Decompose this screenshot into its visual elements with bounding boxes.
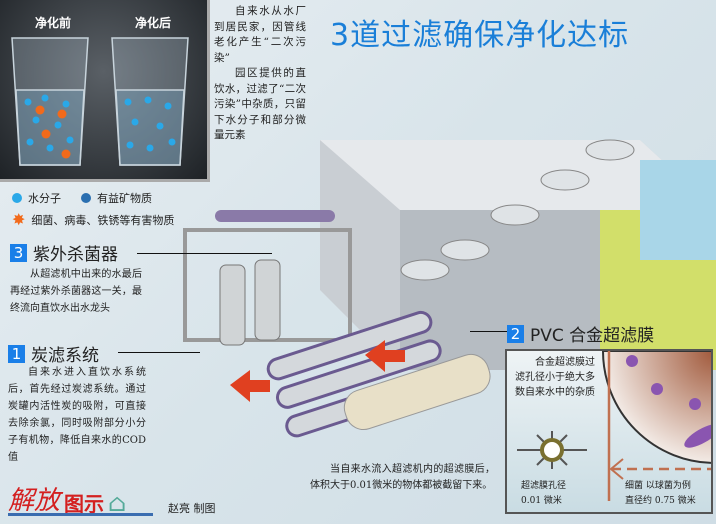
legend-water-molecule: 水分子 xyxy=(28,192,61,205)
before-label: 净化前 xyxy=(35,16,72,30)
bacterium-cell xyxy=(601,351,711,464)
logo-script: 解放 xyxy=(8,486,61,516)
pore-caption: 超滤膜孔径 0.01 微米 xyxy=(521,479,566,509)
flow-arrow-icon xyxy=(230,340,405,402)
bottom-note: 当自来水流入超滤机内的超滤膜后，体积大于0.01微米的物体都被截留下来。 xyxy=(310,464,495,491)
step-3-leader-line xyxy=(137,253,272,254)
membrane-cartridge xyxy=(343,353,491,430)
legend-minerals: 有益矿物质 xyxy=(97,192,152,205)
before-after-panel: 净化前 净化后 xyxy=(0,0,210,182)
logo: 解放 图示 ⌂ xyxy=(8,480,126,517)
step-1-title: 炭滤系统 xyxy=(31,346,99,366)
pore-size: 0.01 微米 xyxy=(521,496,562,506)
intro-paragraph-2: 园区提供的直饮水，过滤了“二次污染”中杂质，只留下水分子和部分微量元素 xyxy=(214,67,306,141)
after-label: 净化后 xyxy=(135,16,172,30)
carbon-tank xyxy=(254,259,281,341)
page-title: 3道过滤确保净化达标 xyxy=(330,18,630,53)
credit: 赵亮 制图 xyxy=(168,502,216,515)
step-2-text: 合金超滤膜过滤孔径小于绝大多数自来水中的杂质 xyxy=(515,357,595,398)
glass-before xyxy=(11,37,89,166)
harmful-substance-icon: ✸ xyxy=(12,210,26,229)
water-molecules xyxy=(24,94,176,152)
step-3-number: 3 xyxy=(10,243,27,262)
step-2-heading: 2 PVC 合金超滤膜 xyxy=(507,321,654,346)
legend-harmful: 细菌、病毒、铁锈等有害物质 xyxy=(31,213,175,227)
membrane-diagram xyxy=(517,351,711,501)
step-1-heading: 1 炭滤系统 xyxy=(8,341,99,366)
harmful-particles xyxy=(35,105,71,159)
step-1-leader-line xyxy=(118,352,200,353)
bacteria-caption: 细菌 以球菌为例 直径约 0.75 微米 xyxy=(625,479,696,509)
water-molecule-icon xyxy=(12,193,22,203)
bacteria-size: 直径约 0.75 微米 xyxy=(625,496,696,506)
logo-suffix: 图示 xyxy=(64,492,105,516)
step-2-leader-line xyxy=(470,331,508,332)
legend-row-2: ✸ 细菌、病毒、铁锈等有害物质 xyxy=(12,210,174,229)
intro-paragraph-1: 自来水从水厂到居民家，因管线老化产生“二次污染” xyxy=(214,5,306,64)
step-3-text: 从超滤机中出来的水最后再经过紫外杀菌器这一关，最终流向直饮水出水龙头 xyxy=(10,269,142,314)
pore-label: 超滤膜孔径 xyxy=(521,481,567,491)
step-3-heading: 3 紫外杀菌器 xyxy=(10,240,118,265)
step-3-title: 紫外杀菌器 xyxy=(33,245,118,265)
uv-sterilizer-tube xyxy=(215,210,335,222)
mineral-icon xyxy=(81,193,91,203)
intro-text: 自来水从水厂到居民家，因管线老化产生“二次污染” 园区提供的直饮水，过滤了“二次… xyxy=(214,4,306,144)
legend-row-1: 水分子 有益矿物质 xyxy=(12,190,152,206)
membrane-detail-box: 合金超滤膜过滤孔径小于绝大多数自来水中的杂质 超滤膜孔径 0.01 微米 细菌 … xyxy=(505,349,713,514)
step-2-title: PVC 合金超滤膜 xyxy=(530,326,655,346)
step-1-number: 1 xyxy=(8,344,25,363)
drawing-board-icon: ⌂ xyxy=(108,489,127,517)
carbon-tank xyxy=(219,264,246,346)
step-1-text: 自来水进入直饮水系统后，首先经过炭滤系统。通过炭罐内活性炭的吸附，可直接去除余氯… xyxy=(8,367,146,463)
glasses-illustration xyxy=(11,37,189,166)
pore-icon xyxy=(517,431,587,469)
filter-machine-illustration xyxy=(183,139,716,438)
bacteria-label: 细菌 以球菌为例 xyxy=(625,481,691,491)
step-2-number: 2 xyxy=(507,324,524,343)
logo-underline xyxy=(8,513,153,516)
